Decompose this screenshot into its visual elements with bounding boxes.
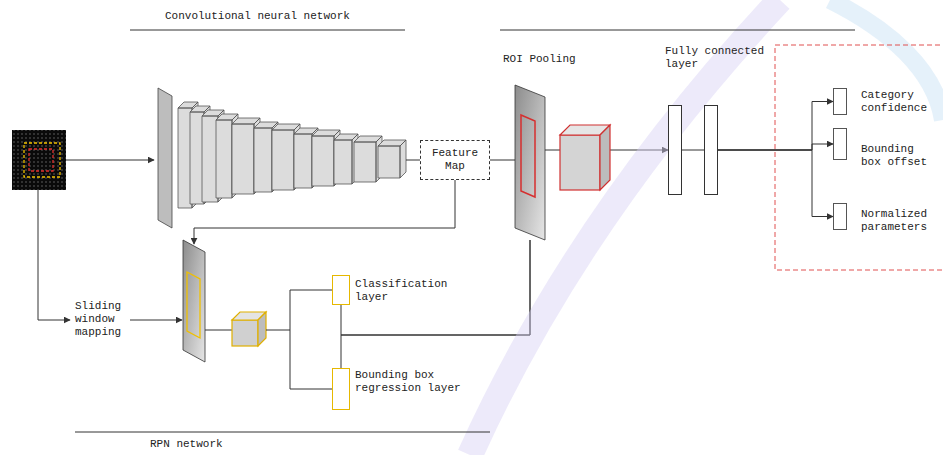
output-region: [775, 45, 943, 270]
output-box: Normalized parameters: [833, 203, 847, 230]
connector: [341, 240, 530, 368]
feature-map-box: Feature Map: [420, 140, 490, 180]
input-plate: [158, 88, 172, 228]
section-title: Convolutional neural network: [165, 10, 385, 23]
roi-pooling-layer: ROI Pooling: [515, 85, 545, 240]
anchor-box: [24, 143, 60, 177]
watermark-arc: [830, 0, 943, 120]
connector: [341, 240, 530, 335]
rpn-split-lines: [266, 290, 332, 389]
rpn-output-box: Bounding box regression layer: [332, 368, 350, 410]
section-rule: [500, 30, 855, 31]
watermark-arc: [470, 0, 780, 455]
section-rule: [130, 30, 405, 31]
flow-line: [205, 330, 232, 331]
rpn-plane: [183, 240, 205, 362]
connector: [490, 160, 515, 161]
node-label: Fully connected layer: [665, 45, 773, 71]
node-label: Category confidence: [861, 89, 935, 115]
flow-arrow: [194, 180, 455, 244]
node-label: Normalized parameters: [861, 208, 935, 234]
output-box: Category confidence: [833, 88, 847, 115]
node-label: Feature Map: [425, 147, 485, 173]
rpn-cuboid: [232, 312, 266, 346]
output-box: Bounding box offset: [833, 128, 847, 160]
node-label: Bounding box offset: [861, 143, 935, 169]
node-label: ROI Pooling: [503, 53, 593, 66]
rpn-output-box: Classification layer: [332, 275, 350, 305]
node-label: Bounding box regression layer: [355, 369, 467, 395]
flow-arrow: [38, 190, 70, 320]
roi-plane: [515, 85, 545, 240]
conv-layer-stack: [178, 102, 406, 208]
section-title: RPN network: [150, 438, 260, 451]
flow-line: [406, 160, 420, 161]
node-label: Classification layer: [355, 278, 455, 304]
sliding-window: [187, 272, 200, 338]
flow-arrow: [66, 160, 154, 161]
pooled-cuboid: [560, 125, 610, 190]
anchor-box: [29, 149, 53, 171]
fc-layers: [668, 105, 718, 195]
step-label: Sliding window mapping: [75, 300, 127, 339]
section-rule: [75, 432, 490, 433]
connector: [718, 150, 833, 217]
input-image: [12, 130, 66, 190]
fully-connected-layer: Fully connected layer: [668, 105, 718, 195]
flow-arrow: [130, 320, 182, 321]
